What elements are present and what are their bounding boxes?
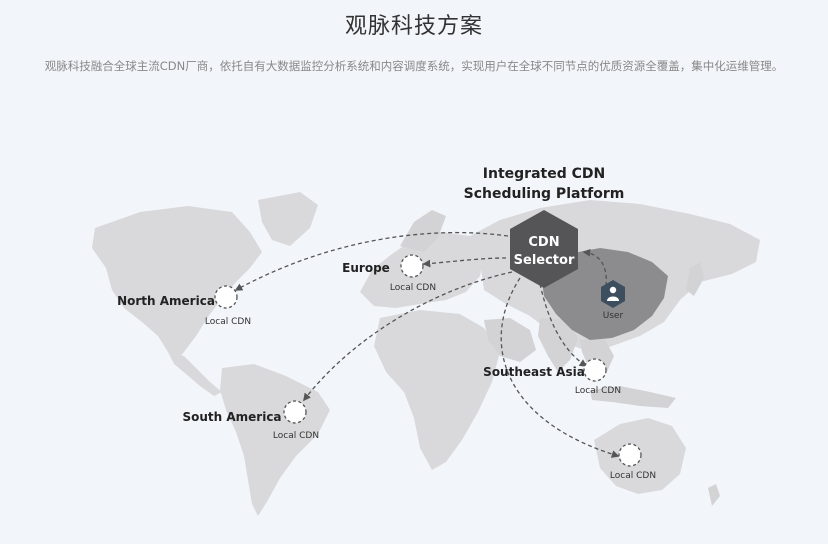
route-north-america — [234, 231, 509, 291]
route-southeast-asia — [539, 283, 588, 367]
user-icon — [609, 286, 617, 294]
local-cdn-node-australia — [618, 443, 642, 467]
world-map — [92, 192, 760, 516]
local-cdn-label-europe: Local CDN — [390, 283, 436, 293]
platform-title-line2: Scheduling Platform — [464, 186, 625, 202]
user-label: User — [603, 311, 624, 321]
platform-title-line1: Integrated CDN — [483, 166, 605, 182]
region-north-america: North America — [117, 294, 215, 308]
cdn-selector-hexagon: CDN Selector — [510, 210, 578, 288]
local-cdn-label-south-america: Local CDN — [273, 431, 319, 441]
route-australia — [500, 277, 620, 458]
local-cdn-node-southeast-asia — [583, 358, 607, 382]
local-cdn-node-north-america — [214, 285, 238, 309]
selector-label-line1: CDN — [528, 235, 559, 250]
route-south-america — [303, 271, 513, 402]
local-cdn-node-south-america — [283, 400, 307, 424]
region-europe: Europe — [342, 261, 390, 275]
local-cdn-label-australia: Local CDN — [610, 471, 656, 481]
local-cdn-label-southeast-asia: Local CDN — [575, 386, 621, 396]
distribution-routes — [234, 231, 620, 458]
local-cdn-label-north-america: Local CDN — [205, 317, 251, 327]
route-user — [582, 248, 607, 287]
route-europe — [422, 257, 507, 268]
page-subtitle: 观脉科技融合全球主流CDN厂商，依托自有大数据监控分析系统和内容调度系统，实现用… — [44, 59, 784, 73]
page-title: 观脉科技方案 — [344, 14, 483, 39]
region-southeast-asia: Southeast Asia — [483, 365, 585, 379]
region-south-america: South America — [182, 410, 281, 424]
selector-label-line2: Selector — [514, 253, 575, 268]
user-marker: User — [601, 280, 625, 321]
local-cdn-node-europe — [400, 254, 424, 278]
